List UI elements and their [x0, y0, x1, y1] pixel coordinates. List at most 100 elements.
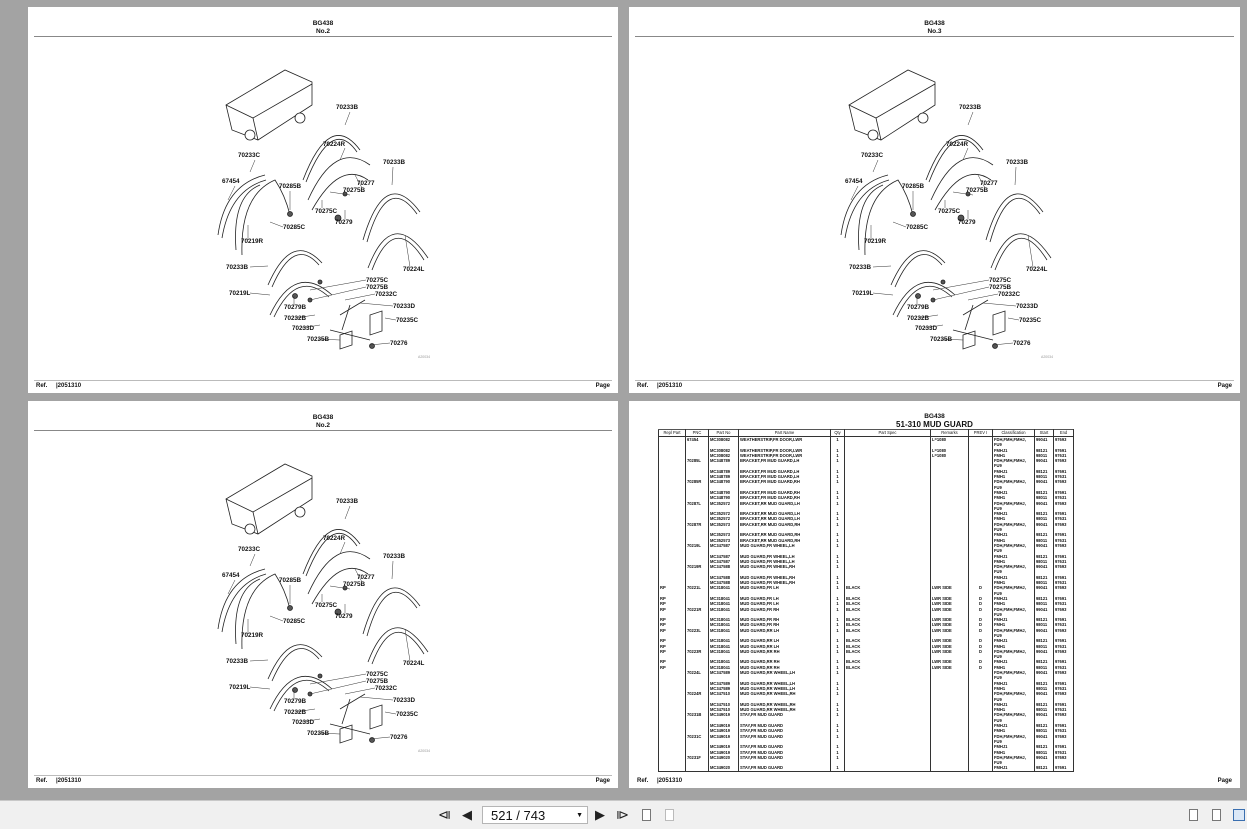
- chevron-down-icon[interactable]: ▼: [576, 812, 583, 819]
- leader-line: [1007, 317, 1020, 321]
- part-callout-label: 70219R: [864, 238, 887, 245]
- table-cell: 99041: [1034, 627, 1054, 639]
- part-callout-label: 70235C: [1019, 317, 1042, 324]
- table-cell: 1: [830, 479, 845, 490]
- table-cell: 70287R: [685, 521, 709, 533]
- part-outline: [271, 648, 320, 682]
- column-header: PNC: [685, 429, 709, 437]
- fit-page-icon[interactable]: [642, 809, 651, 821]
- part-outline: [858, 184, 884, 251]
- two-page-icon[interactable]: [1233, 809, 1245, 821]
- table-cell: 97691: [1053, 765, 1074, 772]
- table-cell: [968, 436, 993, 448]
- leader-line: [924, 324, 944, 329]
- divider: [34, 380, 612, 381]
- table-cell: 97693: [1053, 564, 1074, 575]
- part-callout-label: 70232B: [907, 315, 930, 322]
- table-cell: 97631: [1053, 495, 1074, 501]
- table-cell: [930, 712, 969, 724]
- part-outline: [844, 179, 890, 239]
- table-cell: [968, 564, 993, 575]
- next-page-icon[interactable]: ▶: [595, 807, 605, 822]
- table-cell: [930, 733, 969, 745]
- leader-line: [317, 338, 341, 341]
- leader-line: [344, 505, 351, 520]
- prev-page-icon[interactable]: ◀: [462, 807, 472, 822]
- table-cell: RP: [658, 627, 686, 639]
- leader-line: [249, 292, 271, 296]
- part-callout-label: 70275B: [343, 581, 366, 588]
- single-page-icon[interactable]: [1189, 809, 1198, 821]
- table-cell: 1: [830, 542, 845, 554]
- column-header: Part Spec: [844, 429, 931, 437]
- leader-line: [354, 174, 363, 189]
- wheel-shape: [294, 112, 306, 124]
- part-outline: [930, 157, 994, 201]
- ref-number: |2051310: [657, 778, 683, 784]
- table-cell: 99041: [1034, 436, 1054, 448]
- part-outline: [366, 197, 418, 243]
- ref-label: Ref.: [637, 383, 649, 389]
- leader-line: [967, 293, 999, 301]
- page-number-input[interactable]: 521 / 743▼: [482, 806, 588, 824]
- continuous-icon[interactable]: [1212, 809, 1221, 821]
- table-cell: MC347588: [708, 564, 739, 575]
- table-cell: 99041: [1034, 542, 1054, 554]
- table-cell: BLACK: [844, 585, 931, 596]
- first-page-icon[interactable]: ⧏: [438, 807, 451, 822]
- fit-width-icon[interactable]: [665, 809, 674, 821]
- leader-line: [967, 111, 974, 126]
- column-header: Part No: [708, 429, 739, 437]
- last-page-icon[interactable]: ⧐: [616, 807, 629, 822]
